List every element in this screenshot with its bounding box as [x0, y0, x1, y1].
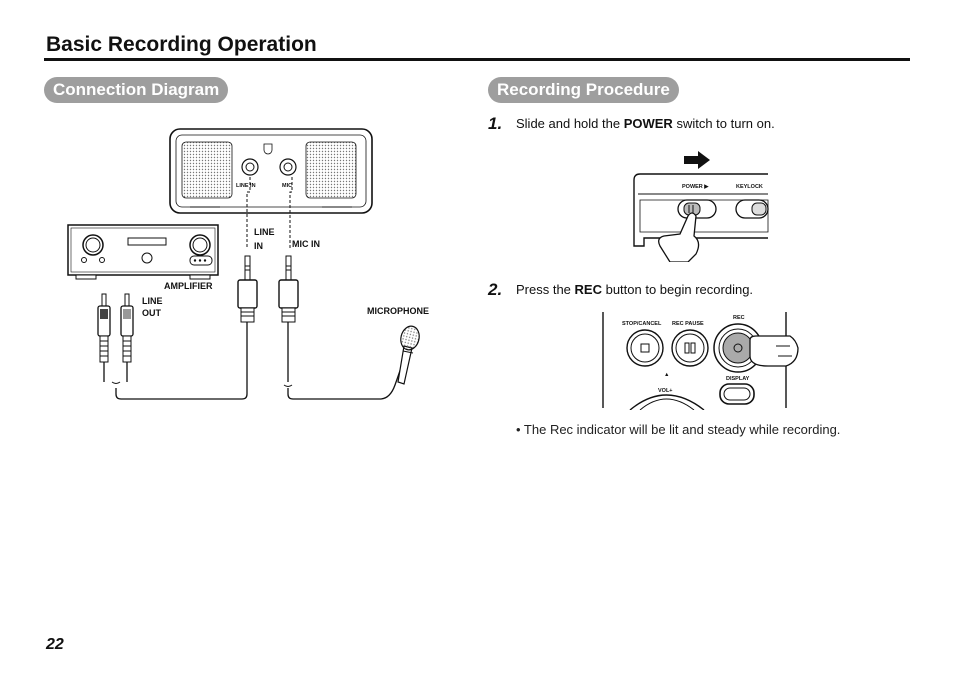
title-rule [44, 58, 910, 61]
step-2-text-post: button to begin recording. [601, 282, 754, 297]
step-2-text-pre: Press the [516, 282, 575, 297]
step-1-text-post: switch to turn on. [672, 116, 775, 131]
microphone [397, 325, 420, 385]
power-switch-label: POWER ▶ [682, 183, 709, 190]
finger-icon [749, 335, 799, 367]
device-line-in-label: LINE IN [236, 183, 256, 189]
step-2-text-bold: REC [574, 282, 602, 297]
step-2-number: 2. [488, 280, 503, 299]
mic-in-plug [278, 255, 299, 323]
mic-in-label: MIC IN [292, 239, 320, 249]
vol-up-arrow-icon: ▲ [664, 372, 669, 378]
line-in-plug [237, 255, 258, 323]
rec-label: REC [733, 315, 745, 321]
rec-button-illustration: STOP/CANCEL REC PAUSE REC ▲ VOL+ DISPLAY [602, 312, 799, 410]
arrow-right-icon [684, 151, 710, 169]
finger-icon [658, 212, 700, 262]
step-1-text-pre: Slide and hold the [516, 116, 624, 131]
rec-pause-label: REC PAUSE [672, 321, 704, 327]
recorder-device [169, 128, 373, 214]
device-mic-label: MIC [282, 183, 292, 189]
page-number: 22 [46, 636, 64, 653]
page-title: Basic Recording Operation [46, 33, 317, 56]
display-label: DISPLAY [726, 376, 750, 382]
recording-procedure-heading: Recording Procedure [488, 77, 679, 103]
rca-plugs [97, 293, 134, 363]
stop-cancel-label: STOP/CANCEL [622, 321, 662, 327]
vol-label: VOL+ [658, 388, 673, 394]
connection-diagram: LINE IN MIC LINE IN MIC IN AMPLIFIER LIN… [67, 128, 429, 400]
microphone-label: MICROPHONE [367, 306, 429, 316]
step-1-number: 1. [488, 114, 503, 133]
line-out-label-2: OUT [142, 308, 162, 318]
step-1-text: Slide and hold the POWER switch to turn … [516, 116, 775, 131]
step-1-text-bold: POWER [623, 116, 673, 131]
line-in-label-1: LINE [254, 227, 275, 237]
power-switch-illustration: POWER ▶ KEYLOCK [633, 151, 769, 262]
line-in-label-2: IN [254, 241, 263, 251]
step-2-text: Press the REC button to begin recording. [516, 282, 753, 297]
connection-diagram-heading: Connection Diagram [44, 77, 229, 103]
amplifier [67, 224, 219, 280]
amplifier-label: AMPLIFIER [164, 281, 213, 291]
rec-indicator-note: • The Rec indicator will be lit and stea… [516, 422, 841, 437]
keylock-switch-label: KEYLOCK [736, 184, 763, 190]
line-out-label-1: LINE [142, 296, 163, 306]
